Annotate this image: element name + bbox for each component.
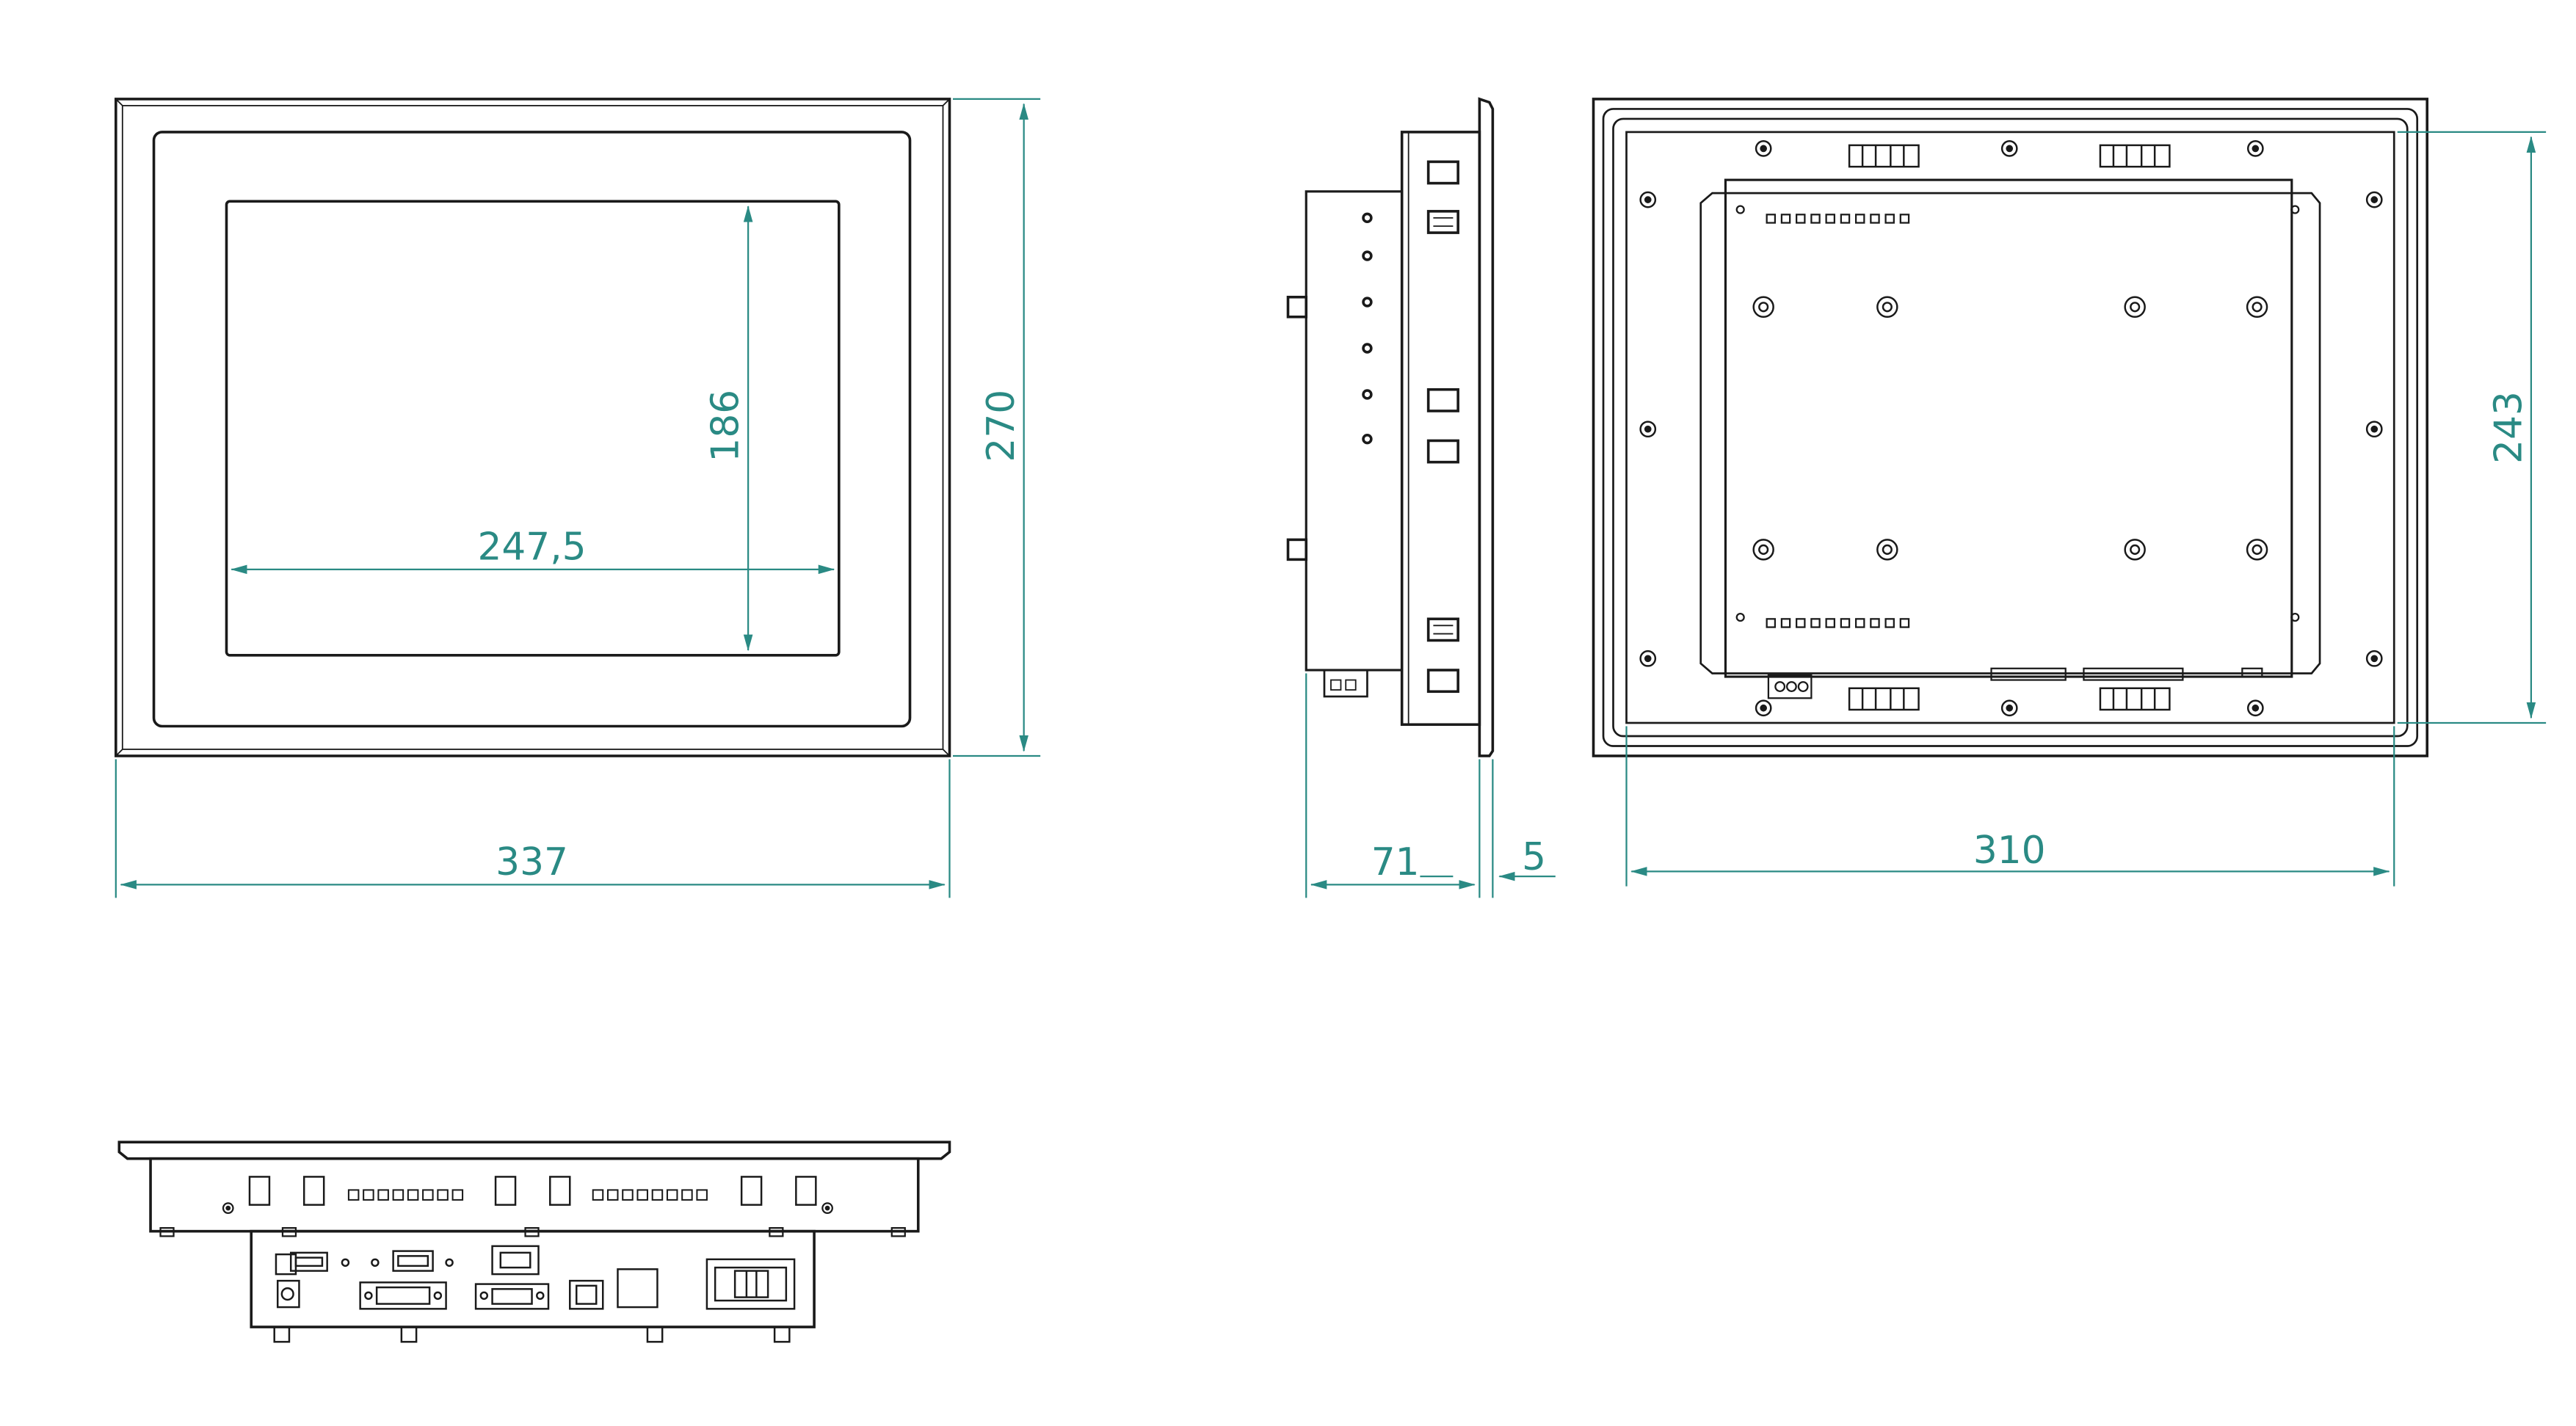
- side-clip: [1426, 669, 1459, 694]
- side-housing: [1400, 131, 1481, 727]
- rear-cover-screws: [1735, 205, 2300, 622]
- rear-standoffs: [1752, 296, 2268, 561]
- dim-width-overall: 337: [496, 840, 568, 884]
- dim-height-overall: 270: [979, 390, 1023, 462]
- front-frame: [115, 98, 951, 757]
- bottom-front-plate: [117, 1141, 951, 1160]
- front-view: [115, 98, 951, 757]
- side-terminal: [1323, 669, 1368, 698]
- dim-display-height: 186: [704, 390, 748, 462]
- rear-mounting-plate: [1699, 192, 2321, 674]
- rear-frame: [1592, 98, 2429, 757]
- display-area: [225, 200, 841, 657]
- rear-screw-ring: [1639, 140, 2383, 717]
- dim-display-width: 247,5: [477, 525, 586, 569]
- front-frame-inner-edge: [121, 105, 944, 750]
- rear-vent-row-bottom: [1766, 618, 1910, 628]
- dim-cutout-width: 310: [1973, 829, 2046, 873]
- side-view: [1286, 97, 1495, 757]
- dim-cutout-height: 243: [2486, 391, 2530, 464]
- bottom-ports: [273, 1245, 796, 1343]
- rear-bottom-connectors: [1767, 667, 2263, 699]
- dim-bezel: 5: [1522, 835, 1546, 879]
- bottom-housing: [149, 1157, 920, 1233]
- bottom-rear-cover: [250, 1229, 816, 1328]
- bottom-view: [117, 1141, 951, 1343]
- side-clip: [1426, 210, 1459, 234]
- dim-depth: 71: [1371, 840, 1420, 884]
- side-connector-bottom: [1286, 538, 1308, 561]
- dimension-labels: 337 270 247,5 186 71 5 310 243: [477, 390, 2530, 884]
- side-rear-cover: [1305, 190, 1404, 672]
- rear-housing: [1625, 131, 2395, 724]
- rear-clips: [1848, 144, 2171, 711]
- side-clip: [1426, 160, 1459, 185]
- rear-vent-row-top: [1766, 214, 1910, 224]
- side-clip: [1426, 388, 1459, 412]
- side-clip: [1426, 439, 1459, 464]
- front-bezel: [152, 131, 912, 728]
- rear-view: [1592, 98, 2429, 757]
- side-connector-top: [1286, 295, 1308, 319]
- dimension-lines: [115, 98, 2547, 898]
- rear-cover: [1724, 178, 2293, 678]
- side-front-plate: [1478, 97, 1495, 757]
- side-clip: [1426, 617, 1459, 642]
